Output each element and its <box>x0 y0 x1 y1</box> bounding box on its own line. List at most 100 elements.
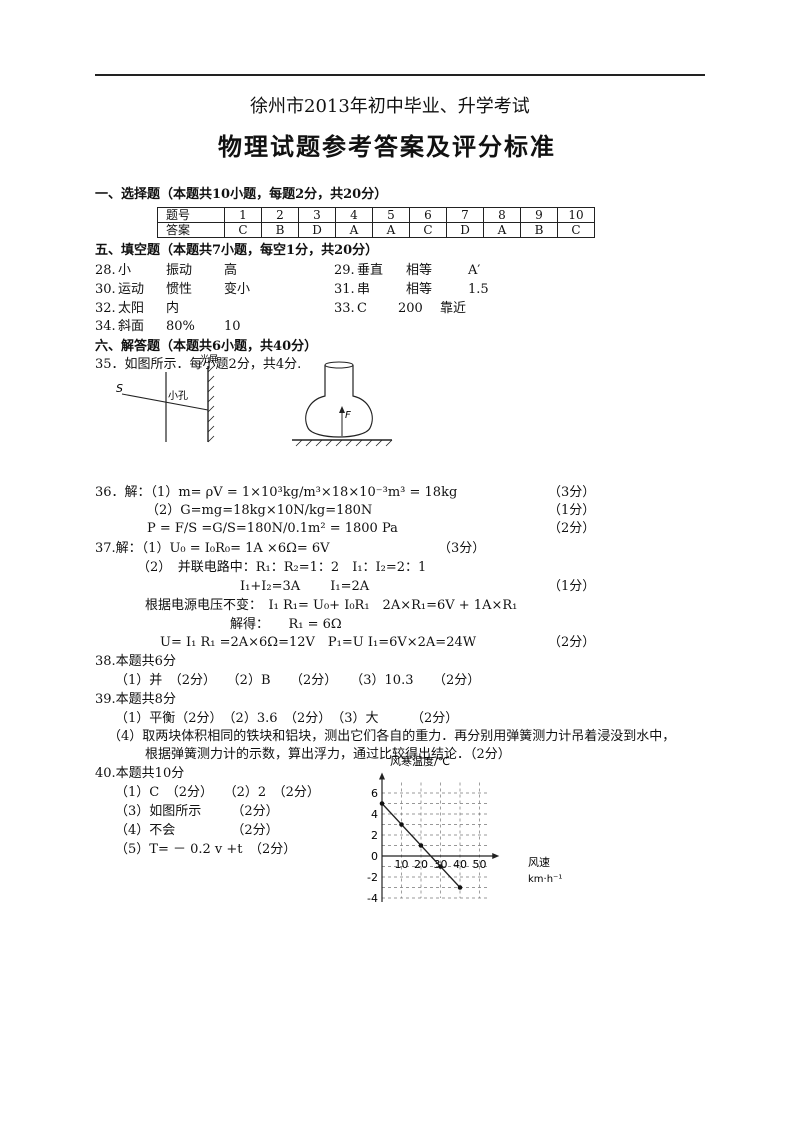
table-cell: 1 <box>224 207 262 223</box>
table-cell: A <box>483 222 521 238</box>
q37-line5: 解得： R₁ = 6Ω <box>230 617 342 632</box>
label-hole: 小孔 <box>168 390 188 402</box>
q36-line3: P = F/S =G/S=180N/0.1m² = 1800 Pa <box>147 521 398 536</box>
q36-score2: （1分） <box>548 503 596 518</box>
table-cell: 6 <box>409 207 447 223</box>
q37-line1: 37.解：（1）U₀ = I₀R₀= 1A ×6Ω= 6V <box>95 541 330 556</box>
q37-line6: U= I₁ R₁ =2A×6Ω=12V P₁=U I₁=6V×2A=24W <box>160 635 477 650</box>
fill-answer: 靠近 <box>440 301 467 316</box>
fill-item-num: 33. <box>334 301 355 316</box>
fill-answer: 惯性 <box>166 282 193 297</box>
doc-title: 物理试题参考答案及评分标准 <box>218 132 556 161</box>
table-cell: D <box>298 222 336 238</box>
table-cell: C <box>409 222 447 238</box>
table-cell: 8 <box>483 207 521 223</box>
q36-score1: （3分） <box>548 485 596 500</box>
chart-ticks: 10203040506420-2-4 <box>367 787 486 905</box>
pinhole-figure: S 小孔 光屏 <box>116 353 218 443</box>
fill-answer: 相等 <box>406 282 433 297</box>
data-point <box>418 843 424 848</box>
table-cell: 10 <box>557 207 595 223</box>
q40-line4: （5）T= － 0.2 v +t （2分） <box>115 842 297 857</box>
fill-item-num: 30. <box>95 282 116 297</box>
y-tick-label: -4 <box>367 892 378 905</box>
table-row: 答案 C B D A A C D A B C <box>157 222 595 238</box>
table-cell: 9 <box>520 207 558 223</box>
ground-hatch <box>295 439 393 447</box>
table-cell: D <box>446 222 484 238</box>
table-row: 题号 1 2 3 4 5 6 7 8 9 10 <box>157 207 595 223</box>
fill-answer: 串 <box>357 282 371 297</box>
q39-line2: （4）取两块体积相同的铁块和铝块，测出它们各自的重力．再分别用弹簧测力计吊着浸没… <box>108 729 676 744</box>
q40-line2: （3）如图所示 （2分） <box>115 804 279 819</box>
fill-answer: 小 <box>118 263 132 278</box>
row-label-a: 答案 <box>157 222 225 238</box>
section1-heading: 一、选择题（本题共10小题，每题2分，共20分） <box>95 187 388 202</box>
label-screen: 光屏 <box>200 353 218 365</box>
fill-answer: 内 <box>166 301 180 316</box>
q39-line1: （1）平衡（2分） （2）3.6 （2分） （3）大 （2分） <box>115 711 459 726</box>
q40-line1: （1）C （2分） （2）2 （2分） <box>115 785 320 800</box>
data-point <box>399 822 404 827</box>
y-tick-label: 6 <box>371 787 378 800</box>
table-cell: C <box>224 222 262 238</box>
table-cell: C <box>557 222 595 238</box>
label-s: S <box>116 382 123 395</box>
q37-line4: 根据电源电压不变： I₁ R₁= U₀+ I₀R₁ 2A×R₁=6V + 1A×… <box>145 598 518 613</box>
top-rule <box>95 74 705 76</box>
fill-answer: 变小 <box>224 282 251 297</box>
fill-answer: 高 <box>224 263 238 278</box>
flask-figure: F <box>292 361 393 447</box>
chart-grid <box>382 782 490 899</box>
section6-heading: 六、解答题（本题共6小题，共40分） <box>95 339 318 354</box>
arrow-head-icon <box>339 406 345 413</box>
exam-name: 徐州市2013年初中毕业、升学考试 <box>250 96 530 117</box>
flask-body <box>305 365 373 438</box>
q35-text: 35．如图所示．每小题2分，共4分. <box>95 357 302 372</box>
q37-line2: （2） 并联电路中：R₁：R₂=1：2 I₁：I₂=2：1 <box>137 560 427 575</box>
fill-answer: 10 <box>224 319 241 334</box>
data-point <box>379 801 385 806</box>
chart-series <box>379 801 463 890</box>
q37-score3: （1分） <box>548 579 596 594</box>
q40-head: 40.本题共10分 <box>95 766 185 781</box>
fill-answer: 相等 <box>406 263 433 278</box>
q37-line3: I₁+I₂=3A I₁=2A <box>240 579 370 594</box>
table-cell: 4 <box>335 207 373 223</box>
fill-item-num: 28. <box>95 263 116 278</box>
fill-answer: A′ <box>468 263 481 278</box>
q38-head: 38.本题共6分 <box>95 654 176 669</box>
row-label-q: 题号 <box>157 207 225 223</box>
fill-item-num: 34. <box>95 319 116 334</box>
fill-answer: 太阳 <box>118 301 145 316</box>
fill-item-num: 29. <box>334 263 355 278</box>
q39-line3: 根据弹簧测力计的示数，算出浮力，通过比较得出结论．（2分） <box>145 747 511 762</box>
table-cell: 3 <box>298 207 336 223</box>
fill-answer: 运动 <box>118 282 145 297</box>
fill-answer: 振动 <box>166 263 193 278</box>
x-axis-label: 风速 <box>528 856 550 869</box>
q38-line: （1）并 （2分） （2）B （2分） （3）10.3 （2分） <box>115 673 481 688</box>
x-tick-label: 10 <box>395 858 409 871</box>
q36-line1: 36．解：（1）m= ρV = 1×10³kg/m³×18×10⁻³m³ = 1… <box>95 485 458 500</box>
q39-head: 39.本题共8分 <box>95 692 176 707</box>
q37-score6: （2分） <box>548 635 596 650</box>
light-ray <box>121 393 209 411</box>
fill-answer: 斜面 <box>118 319 145 334</box>
fill-answer: 80% <box>166 319 195 334</box>
table-cell: B <box>261 222 299 238</box>
q36-line2: （2）G=mg=18kg×10N/kg=180N <box>146 503 373 518</box>
y-tick-label: 4 <box>371 808 378 821</box>
q36-score3: （2分） <box>548 521 596 536</box>
fill-answer: C <box>357 301 367 316</box>
table-cell: 2 <box>261 207 299 223</box>
q37-score1: （3分） <box>438 541 486 556</box>
table-cell: A <box>335 222 373 238</box>
wind-chill-chart: 10203040506420-2-4 风寒温度/℃ 风速 km·h⁻¹ <box>367 755 562 905</box>
fill-answer: 1.5 <box>468 282 489 297</box>
section5-heading: 五、填空题（本题共7小题，每空1分，共20分） <box>95 243 379 258</box>
q40-line3: （4）不会 （2分） <box>115 823 279 838</box>
data-point <box>457 885 463 890</box>
table-cell: A <box>372 222 410 238</box>
chart-axes <box>379 772 500 902</box>
